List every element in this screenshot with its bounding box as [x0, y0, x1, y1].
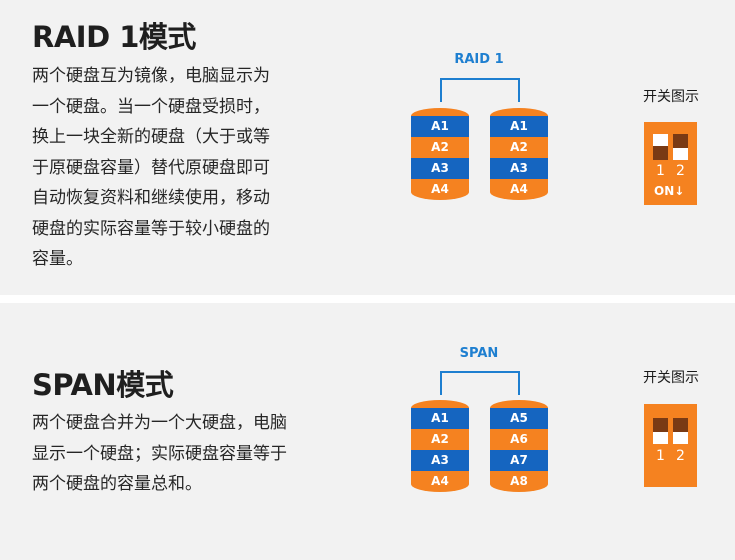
disk-segment: A8 [490, 471, 548, 492]
raid1-desc-line: 换上一块全新的硬盘（大于或等 [32, 127, 270, 147]
raid1-bracket [440, 78, 520, 102]
raid1-panel: RAID 1模式 两个硬盘互为镜像，电脑显示为 一个硬盘。当一个硬盘受损时， 换… [0, 0, 735, 295]
span-desc-line: 两个硬盘的容量总和。 [32, 474, 202, 494]
disk-segment: A4 [490, 179, 548, 200]
dip-switch-2 [673, 418, 688, 444]
raid1-desc-line: 两个硬盘互为镜像，电脑显示为 [32, 66, 270, 86]
span-dip-title: 开关图示 [643, 370, 699, 386]
disk-segment: A7 [490, 450, 548, 471]
disk-segment: A3 [490, 158, 548, 179]
disk-segment: A6 [490, 429, 548, 450]
raid1-diagram-label: RAID 1 [454, 52, 504, 67]
dip-on-label: ON↓ [654, 184, 685, 198]
raid1-desc-line: 容量。 [32, 249, 83, 269]
span-bracket [440, 371, 520, 395]
dip-switch-1 [653, 134, 668, 160]
dip-number-1: 1 [656, 448, 665, 464]
raid1-description: 两个硬盘互为镜像，电脑显示为 一个硬盘。当一个硬盘受损时， 换上一块全新的硬盘（… [32, 61, 270, 275]
dip-knob [653, 146, 668, 160]
raid1-desc-line: 自动恢复资料和继续使用，移动 [32, 188, 270, 208]
raid1-disk-left: A1 A2 A3 A4 [411, 108, 469, 200]
disk-segment: A2 [411, 137, 469, 158]
disk-segment: A1 [411, 116, 469, 137]
disk-segment: A4 [411, 179, 469, 200]
disk-segment: A1 [411, 408, 469, 429]
raid1-title: RAID 1模式 [32, 20, 196, 54]
disk-segment: A2 [490, 137, 548, 158]
disk-segment: A1 [490, 116, 548, 137]
dip-number-1: 1 [656, 163, 665, 179]
span-dip-switch: 1 2 [644, 404, 697, 487]
disk-segment: A5 [490, 408, 548, 429]
span-disk-right: A5 A6 A7 A8 [490, 400, 548, 492]
dip-knob [673, 418, 688, 432]
span-diagram-label: SPAN [459, 346, 499, 361]
disk-segment: A4 [411, 471, 469, 492]
disk-segment: A3 [411, 158, 469, 179]
raid1-desc-line: 于原硬盘容量）替代原硬盘即可 [32, 157, 270, 178]
dip-number-2: 2 [676, 448, 685, 464]
raid1-desc-line: 硬盘的实际容量等于较小硬盘的 [32, 218, 270, 239]
raid1-desc-line: 一个硬盘。当一个硬盘受损时， [32, 96, 270, 117]
span-disk-left: A1 A2 A3 A4 [411, 400, 469, 492]
span-description: 两个硬盘合并为一个大硬盘，电脑 显示一个硬盘；实际硬盘容量等于 两个硬盘的容量总… [32, 408, 287, 500]
raid1-dip-title: 开关图示 [643, 89, 699, 105]
raid1-disk-right: A1 A2 A3 A4 [490, 108, 548, 200]
disk-segment: A3 [411, 450, 469, 471]
dip-knob [653, 418, 668, 432]
dip-number-2: 2 [676, 163, 685, 179]
dip-switch-2 [673, 134, 688, 160]
span-desc-line: 显示一个硬盘；实际硬盘容量等于 [32, 443, 287, 464]
raid1-dip-switch: 1 2 ON↓ [644, 122, 697, 205]
dip-knob [673, 134, 688, 148]
span-panel: SPAN模式 两个硬盘合并为一个大硬盘，电脑 显示一个硬盘；实际硬盘容量等于 两… [0, 303, 735, 560]
dip-switch-1 [653, 418, 668, 444]
span-title: SPAN模式 [32, 368, 174, 402]
disk-segment: A2 [411, 429, 469, 450]
span-desc-line: 两个硬盘合并为一个大硬盘，电脑 [32, 413, 287, 433]
